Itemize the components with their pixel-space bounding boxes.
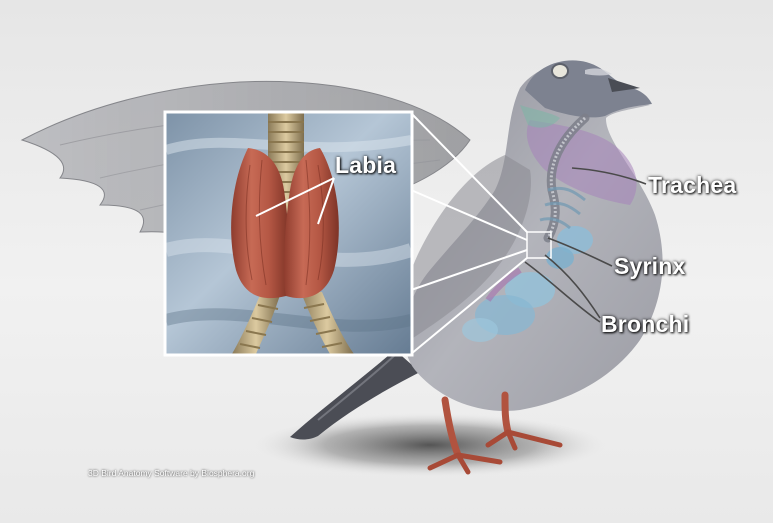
label-syrinx: Syrinx: [614, 253, 686, 280]
label-bronchi: Bronchi: [601, 311, 689, 338]
label-labia: Labia: [335, 152, 396, 179]
labia-inset: [164, 111, 413, 356]
eye: [552, 64, 568, 78]
software-credit: 3D Bird Anatomy Software by Biosphera.or…: [88, 468, 254, 478]
label-trachea: Trachea: [648, 172, 736, 199]
